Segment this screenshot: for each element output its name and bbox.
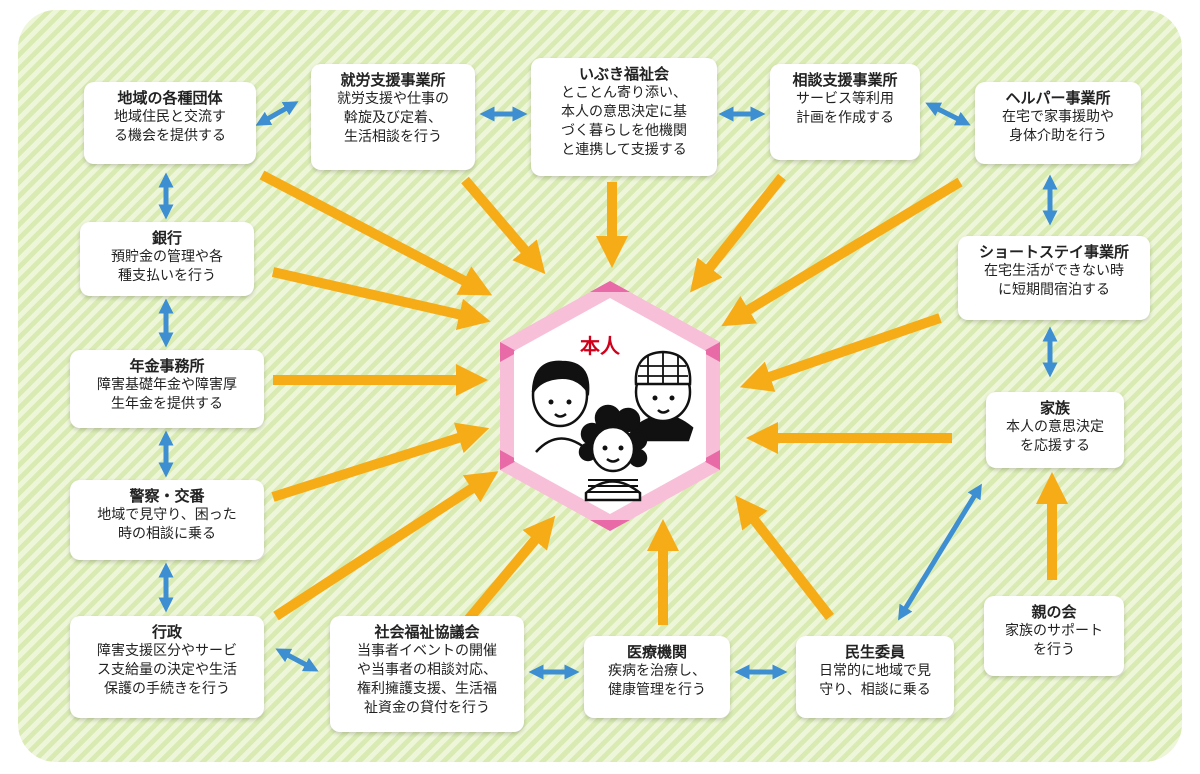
- link-minsei-kazoku: [898, 483, 982, 621]
- arrow-minsei-to-center: [735, 495, 834, 621]
- arrow-shuro-to-center: [461, 176, 546, 275]
- node-desc: 在宅生活ができない時 に短期間宿泊する: [984, 263, 1124, 298]
- node-desc: 本人の意思決定 を応援する: [1006, 419, 1104, 454]
- node-desc: 家族のサポート を行う: [1005, 623, 1103, 658]
- link-gyosei-shakyo: [275, 648, 319, 672]
- blue-arrows: [158, 101, 1058, 680]
- node-desc: 地域で見守り、困った 時の相談に乗る: [97, 507, 237, 542]
- node-title: ショートステイ事業所: [978, 243, 1129, 261]
- node-title: 地域の各種団体: [117, 89, 223, 107]
- node-title: いぶき福祉会: [578, 65, 669, 83]
- node-shuro: 就労支援事業所 就労支援や仕事の 斡旋及び定着、 生活相談を行う: [311, 64, 475, 170]
- node-title: 年金事務所: [129, 357, 205, 375]
- node-desc: サービス等利用 計画を作成する: [796, 91, 894, 126]
- node-oya: 親の会 家族のサポート を行う: [984, 596, 1124, 676]
- node-title: 警察・交番: [129, 487, 205, 505]
- node-title: 就労支援事業所: [340, 71, 446, 89]
- arrow-sodan-to-center: [690, 173, 786, 293]
- node-helper: ヘルパー事業所 在宅で家事援助や 身体介助を行う: [975, 82, 1141, 164]
- node-shakyo: 社会福祉協議会 当事者イベントの開催 や当事者の相談対応、 権利擁護支援、生活福…: [330, 616, 524, 732]
- orange-arrows: [259, 170, 1069, 631]
- node-desc: 当事者イベントの開催 や当事者の相談対応、 権利擁護支援、生活福 祉資金の貸付を…: [357, 643, 497, 716]
- node-chiiki: 地域の各種団体 地域住民と交流す る機会を提供する: [84, 82, 256, 164]
- node-minsei: 民生委員 日常的に地域で見 守り、相談に乗る: [796, 636, 954, 718]
- node-iryo: 医療機関 疾病を治療し、 健康管理を行う: [584, 636, 730, 718]
- node-desc: 在宅で家事援助や 身体介助を行う: [1002, 109, 1114, 144]
- node-desc: 障害基礎年金や障害厚 生年金を提供する: [97, 377, 237, 412]
- node-desc: 日常的に地域で見 守り、相談に乗る: [819, 663, 931, 698]
- node-gyosei: 行政 障害支援区分やサービ ス支給量の決定や生活 保護の手続きを行う: [70, 616, 264, 718]
- arrow-helper-to-center: [721, 177, 963, 327]
- node-nenkin: 年金事務所 障害基礎年金や障害厚 生年金を提供する: [70, 350, 264, 428]
- people-illustration: [531, 350, 694, 502]
- node-title: ヘルパー事業所: [1005, 89, 1111, 107]
- node-ginko: 銀行 預貯金の管理や各 種支払いを行う: [80, 222, 254, 296]
- node-title: 相談支援事業所: [792, 71, 898, 89]
- arrow-gyosei-to-center: [273, 471, 499, 621]
- center-label: 本人: [580, 334, 620, 358]
- node-title: 行政: [151, 623, 182, 641]
- node-title: 医療機関: [626, 643, 687, 661]
- arrow-shortstay-to-center: [739, 313, 942, 392]
- node-title: 民生委員: [844, 643, 905, 661]
- node-desc: 地域住民と交流す る機会を提供する: [114, 109, 226, 144]
- link-chiiki-shuro: [255, 101, 299, 126]
- node-desc: 障害支援区分やサービ ス支給量の決定や生活 保護の手続きを行う: [97, 643, 237, 697]
- node-desc: 預貯金の管理や各 種支払いを行う: [111, 249, 223, 284]
- node-ibuki: いぶき福祉会 とことん寄り添い、 本人の意思決定に基 づく暮らしを他機関 と連携…: [531, 58, 717, 176]
- arrow-chiiki-to-center: [259, 170, 493, 296]
- node-title: 銀行: [151, 229, 182, 247]
- arrow-ginko-to-center: [271, 267, 491, 331]
- node-shortstay: ショートステイ事業所 在宅生活ができない時 に短期間宿泊する: [958, 236, 1150, 320]
- node-title: 親の会: [1031, 603, 1077, 621]
- node-title: 家族: [1039, 399, 1070, 417]
- node-sodan: 相談支援事業所 サービス等利用 計画を作成する: [770, 64, 920, 160]
- link-sodan-helper: [925, 102, 971, 126]
- node-desc: とことん寄り添い、 本人の意思決定に基 づく暮らしを他機関 と連携して支援する: [561, 85, 687, 158]
- arrow-keisatsu-to-center: [271, 422, 490, 502]
- node-keisatsu: 警察・交番 地域で見守り、困った 時の相談に乗る: [70, 480, 264, 560]
- node-desc: 就労支援や仕事の 斡旋及び定着、 生活相談を行う: [337, 91, 449, 145]
- node-kazoku: 家族 本人の意思決定 を応援する: [986, 392, 1124, 468]
- arrow-shakyo-to-center: [458, 515, 556, 631]
- node-title: 社会福祉協議会: [374, 623, 480, 641]
- node-desc: 疾病を治療し、 健康管理を行う: [608, 663, 706, 698]
